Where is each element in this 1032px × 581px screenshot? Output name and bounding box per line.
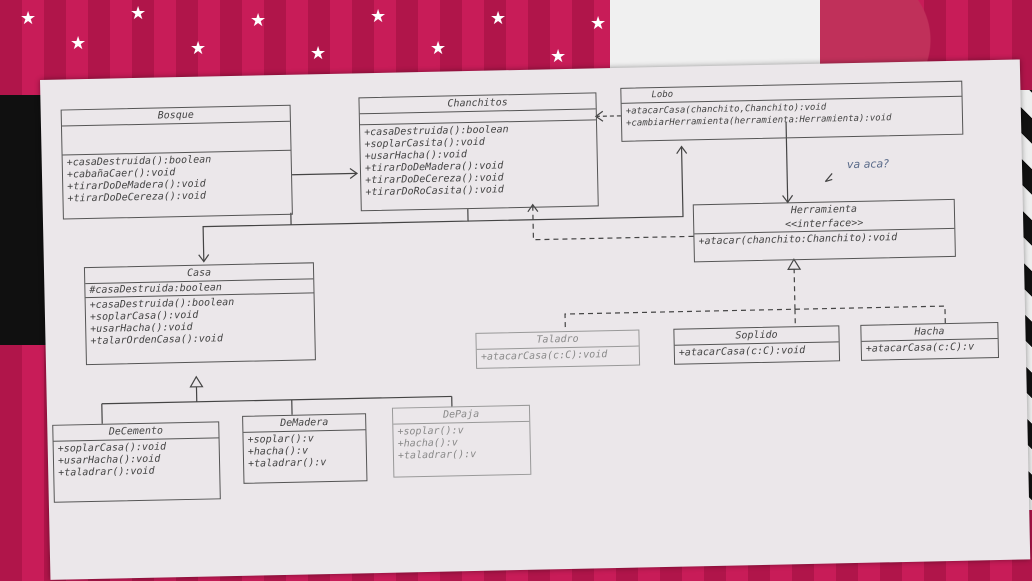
- star-icon: ★: [70, 33, 87, 54]
- class-operations: +soplar():v +hacha():v +taladrar():v: [393, 422, 530, 465]
- operation: +taladrar():void: [58, 465, 155, 479]
- arrowhead-icon: [782, 194, 794, 204]
- lobo-herramienta-line: [785, 122, 789, 203]
- class-herramienta: Herramienta <<interface>> +atacar(chanch…: [692, 198, 956, 263]
- class-depaja: DePaja +soplar():v +hacha():v +taladrar(…: [391, 404, 532, 478]
- arrowhead-icon: [527, 203, 539, 213]
- taladro-realization: [564, 259, 796, 332]
- operation: +taladrar():v: [397, 448, 477, 462]
- class-decemento: DeCemento +soplarCasa():void +usarHacha(…: [52, 421, 221, 503]
- star-icon: ★: [310, 43, 327, 64]
- operation: +atacarCasa(c:C):v: [865, 341, 975, 355]
- star-icon: ★: [590, 13, 607, 34]
- subclass-bar: [101, 395, 452, 405]
- arrowhead-icon: [198, 254, 210, 263]
- class-operations: +casaDestruida():boolean +soplarCasita()…: [360, 120, 598, 201]
- class-operations: +atacarCasa(c:C):void: [477, 347, 639, 366]
- operation: +atacar(chanchito:Chanchito):void: [698, 232, 898, 248]
- operation: +taladrar():v: [247, 457, 327, 470]
- star-icon: ★: [370, 6, 387, 27]
- star-icon: ★: [250, 10, 267, 31]
- star-icon: ★: [190, 38, 207, 59]
- star-icon: ★: [430, 38, 447, 59]
- arrowhead-icon: [676, 145, 688, 155]
- class-lobo: Lobo +atacarCasa(chanchito,Chanchito):vo…: [620, 80, 964, 142]
- paper-sheet: Bosque +casaDestruida():boolean +cabañaC…: [40, 59, 1031, 580]
- class-demadera: DeMadera +soplar():v +hacha():v +taladra…: [242, 413, 368, 484]
- lobo-link-line: [468, 146, 684, 222]
- hacha-realization: [794, 305, 946, 324]
- class-operations: +casaDestruida():boolean +cabañaCaer():v…: [63, 151, 292, 208]
- star-icon: ★: [20, 8, 37, 29]
- class-hacha: Hacha +atacarCasa(c:C):v: [860, 321, 1000, 361]
- class-bosque: Bosque +casaDestruida():boolean +cabañaC…: [60, 104, 293, 220]
- relationship-lines: [101, 110, 946, 424]
- class-operations: +atacarCasa(c:C):void: [675, 342, 839, 361]
- lobo-chanchitos-dependency: [595, 115, 621, 117]
- star-icon: ★: [550, 46, 567, 67]
- star-icon: ★: [130, 3, 147, 24]
- arrowhead-icon: [349, 168, 359, 180]
- class-soplido: Soplido +atacarCasa(c:C):void: [673, 325, 841, 365]
- operation: +atacarCasa(c:C):void: [480, 349, 608, 363]
- class-casa: Casa #casaDestruida:boolean +casaDestrui…: [83, 262, 316, 366]
- class-taladro: Taladro +atacarCasa(c:C):void: [475, 329, 641, 369]
- class-operations: +atacarCasa(c:C):v: [862, 339, 998, 358]
- arrowhead-icon: [594, 110, 604, 122]
- inheritance-triangle-icon: [787, 258, 802, 270]
- chanchitos-casa-line: [202, 209, 469, 262]
- herramienta-dependency: [532, 204, 694, 241]
- class-operations: +soplarCasa():void +usarHacha():void +ta…: [54, 438, 220, 481]
- annotation-arrow-icon: [824, 173, 833, 183]
- class-operations: +casaDestruida():boolean +soplarCasa():v…: [86, 293, 315, 350]
- class-operations: +soplar():v +hacha():v +taladrar():v: [243, 430, 366, 473]
- bosque-chanchitos-line: [292, 172, 358, 176]
- star-icon: ★: [490, 8, 507, 29]
- class-operations: +atacarCasa(chanchito,Chanchito):void +c…: [622, 97, 963, 132]
- operation: +atacarCasa(c:C):void: [678, 345, 806, 359]
- class-chanchitos: Chanchitos +casaDestruida():boolean +sop…: [358, 92, 599, 212]
- note-text: va aca?: [846, 157, 890, 172]
- inheritance-triangle-icon: [189, 375, 204, 388]
